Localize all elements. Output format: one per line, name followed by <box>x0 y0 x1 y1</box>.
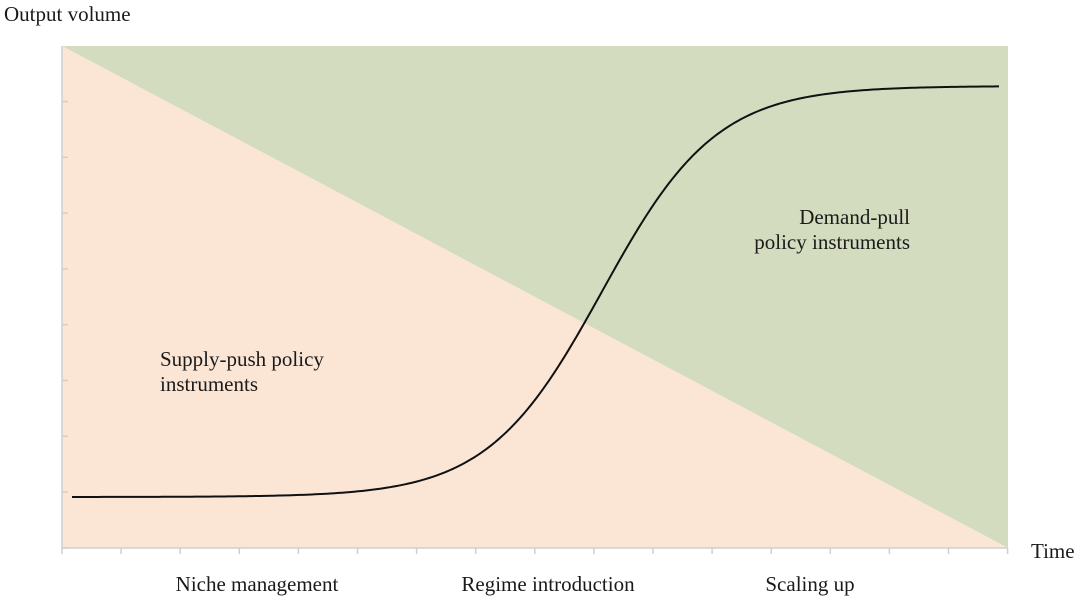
phase-label-scaling-up: Scaling up <box>765 572 854 596</box>
y-axis-label: Output volume <box>4 2 131 26</box>
supply-push-label-line-2: instruments <box>160 372 258 396</box>
supply-push-region <box>62 46 1008 548</box>
y-axis-ticks <box>62 100 68 549</box>
demand-pull-label-line-2: policy instruments <box>754 230 910 254</box>
s-curve-line <box>72 85 1000 498</box>
demand-pull-label-line-1: Demand-pull <box>799 205 910 229</box>
phase-label-niche-management: Niche management <box>176 572 339 596</box>
x-axis-label: Time <box>1031 539 1075 563</box>
phase-label-regime-introduction: Regime introduction <box>461 572 635 596</box>
x-axis-ticks <box>61 548 1009 554</box>
supply-push-label-line-1: Supply-push policy <box>160 347 324 371</box>
